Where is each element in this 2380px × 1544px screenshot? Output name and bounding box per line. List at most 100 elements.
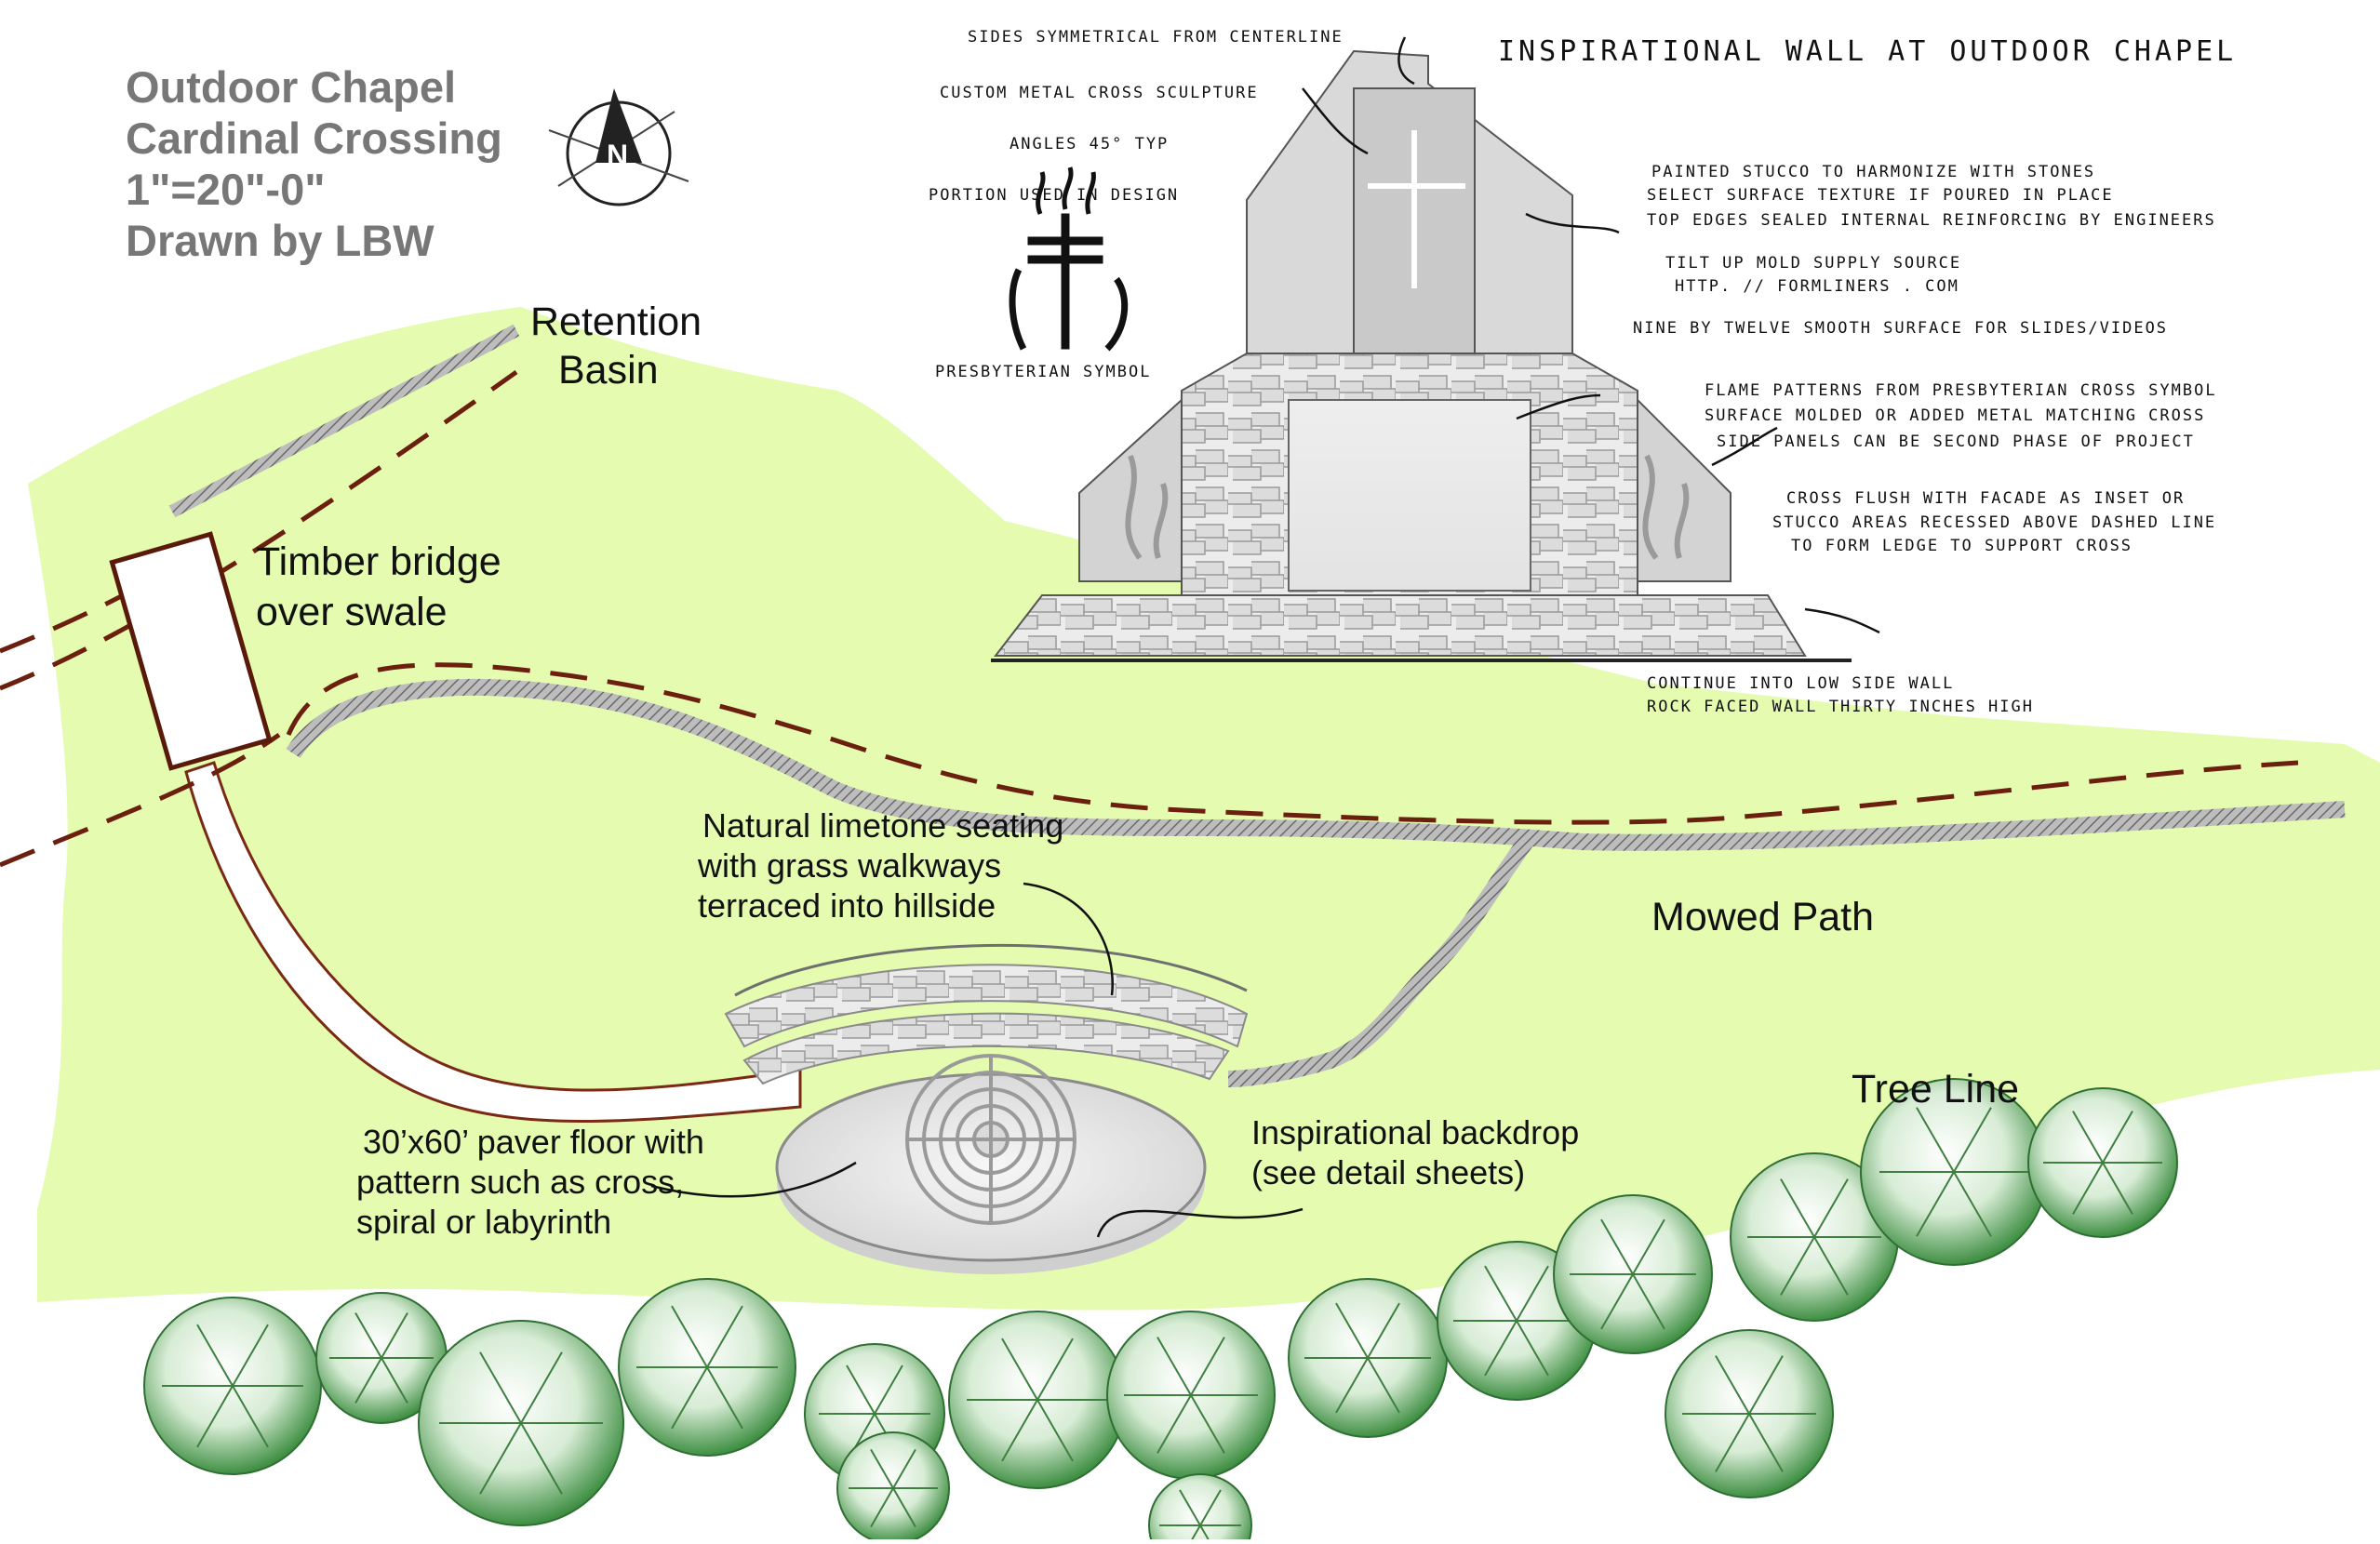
tree-branch <box>1190 1337 1225 1396</box>
timber-bridge-label-1: Timber bridge <box>256 539 501 584</box>
tree-branch <box>671 1366 708 1430</box>
note-mold-1: TILT UP MOLD SUPPLY SOURCE <box>1665 254 1961 273</box>
tree-branch <box>196 1385 234 1448</box>
note-flush-1: CROSS FLUSH WITH FACADE AS INSET OR <box>1786 489 2185 508</box>
tree-branch <box>1335 1302 1369 1359</box>
tree-branch <box>1748 1355 1784 1415</box>
tree-branch <box>1367 1302 1400 1359</box>
tree-branch <box>1780 1236 1815 1296</box>
mowed-path-label: Mowed Path <box>1651 895 1874 939</box>
tree-branch <box>1632 1273 1665 1330</box>
tree-branch <box>1916 1107 1955 1173</box>
note-flame-3: SIDE PANELS CAN BE SECOND PHASE OF PROJE… <box>1717 433 2195 451</box>
title-line-2: Cardinal Crossing <box>126 113 502 163</box>
north-arrow: N <box>548 88 689 206</box>
note-screen: NINE BY TWELVE SMOOTH SURFACE FOR SLIDES… <box>1633 319 2168 338</box>
title-line-4: Drawn by LBW <box>126 216 435 265</box>
note-wall-1: CONTINUE INTO LOW SIDE WALL <box>1647 674 1954 693</box>
tree-branch <box>381 1312 408 1359</box>
tree-branch <box>874 1364 903 1415</box>
note-angles: ANGLES 45° TYP <box>1009 135 1169 153</box>
tree-branch <box>1001 1399 1038 1462</box>
tree-branch <box>520 1351 563 1424</box>
tree-branch <box>671 1305 708 1368</box>
tree-branch <box>1916 1171 1955 1237</box>
tree-branch <box>870 1487 894 1528</box>
paver-label-2: pattern such as cross, <box>356 1163 684 1201</box>
note-stucco-2: SELECT SURFACE TEXTURE IF POURED IN PLAC… <box>1647 186 2114 205</box>
note-wall-2: ROCK FACED WALL THIRTY INCHES HIGH <box>1647 698 2034 716</box>
limestone-seating <box>724 943 1249 1085</box>
presbyterian-symbol <box>1009 166 1129 352</box>
note-flame-1: FLAME PATTERNS FROM PRESBYTERIAN CROSS S… <box>1705 381 2217 400</box>
retention-basin-label-2: Basin <box>558 348 659 393</box>
tree-branch <box>381 1357 408 1404</box>
seating-label-1: Natural limetone seating <box>702 806 1063 845</box>
trail-dashed-3 <box>286 662 2299 825</box>
tree-canopy <box>836 1431 950 1544</box>
tree-branch <box>892 1487 916 1528</box>
title-line-3: 1"=20"-0" <box>126 165 326 214</box>
seating-label-3: terraced into hillside <box>698 886 996 925</box>
tree-line-label: Tree Line <box>1852 1067 2019 1111</box>
lawn-area <box>28 307 2380 1311</box>
tree-branch <box>1001 1338 1038 1401</box>
swale-upper <box>168 324 520 518</box>
mowed-path-branch <box>1227 836 1533 1087</box>
tree-branch <box>1157 1337 1192 1396</box>
note-flame-2: SURFACE MOLDED OR ADDED METAL MATCHING C… <box>1705 406 2205 425</box>
inspirational-wall-elevation <box>991 49 1852 662</box>
north-letter: N <box>607 139 628 172</box>
tree-branch <box>1516 1265 1549 1322</box>
tree-branch <box>2102 1111 2133 1164</box>
note-cross-sculpture: CUSTOM METAL CROSS SCULPTURE <box>940 84 1259 102</box>
timber-bridge-label-2: over swale <box>256 590 448 634</box>
labyrinth-pattern <box>905 1054 1076 1225</box>
tree-branch <box>1780 1178 1815 1238</box>
tree-branch <box>196 1324 234 1387</box>
tree-branch <box>1367 1357 1400 1414</box>
retention-basin-label-1: Retention <box>530 299 702 344</box>
tree-branch <box>232 1385 269 1448</box>
tree-branch <box>1484 1320 1518 1377</box>
tree-canopy <box>1148 1473 1252 1544</box>
tree-branch <box>479 1422 522 1495</box>
timber-bridge <box>109 531 273 771</box>
note-flush-2: STUCCO AREAS RECESSED ABOVE DASHED LINE <box>1772 513 2216 532</box>
tree-branch <box>706 1366 743 1430</box>
title-block: Outdoor Chapel Cardinal Crossing 1"=20"-… <box>126 62 502 265</box>
paver-label-3: spiral or labyrinth <box>356 1203 611 1241</box>
backdrop-label-2: (see detail sheets) <box>1251 1153 1525 1191</box>
leader-lines <box>650 36 1880 1238</box>
tree-branch <box>1632 1218 1665 1275</box>
seating-label-2: with grass walkways <box>697 846 1001 885</box>
tree-branch <box>479 1351 522 1424</box>
tree-branch <box>1953 1107 1992 1173</box>
tree-branch <box>2102 1162 2133 1215</box>
tree-branch <box>232 1324 269 1387</box>
note-flush-3: TO FORM LEDGE TO SUPPORT CROSS <box>1791 537 2133 555</box>
tree-branch <box>1190 1394 1225 1454</box>
tree-branch <box>892 1448 916 1489</box>
tree-branch <box>1748 1413 1784 1472</box>
title-line-1: Outdoor Chapel <box>126 62 456 112</box>
video-screen <box>1288 399 1531 592</box>
note-stucco-1: PAINTED STUCCO TO HARMONIZE WITH STONES <box>1651 163 2095 181</box>
tree-branch <box>1516 1320 1549 1377</box>
tree-branch <box>1715 1355 1750 1415</box>
tree-branch <box>1157 1394 1192 1454</box>
paver-floor <box>775 1054 1207 1274</box>
tree-branch <box>846 1364 876 1415</box>
tree-branch <box>2072 1162 2104 1215</box>
tree-line <box>143 1078 2178 1544</box>
note-portion: PORTION USED IN DESIGN <box>929 186 1179 205</box>
tree-branch <box>1813 1178 1849 1238</box>
tree-branch <box>1813 1236 1849 1296</box>
tree-branch <box>1036 1399 1074 1462</box>
trail-dashed-4 <box>0 574 160 654</box>
note-stucco-3: TOP EDGES SEALED INTERNAL REINFORCING BY… <box>1647 211 2216 230</box>
tree-branch <box>706 1305 743 1368</box>
note-sides: SIDES SYMMETRICAL FROM CENTERLINE <box>968 28 1344 47</box>
tree-branch <box>520 1422 563 1495</box>
